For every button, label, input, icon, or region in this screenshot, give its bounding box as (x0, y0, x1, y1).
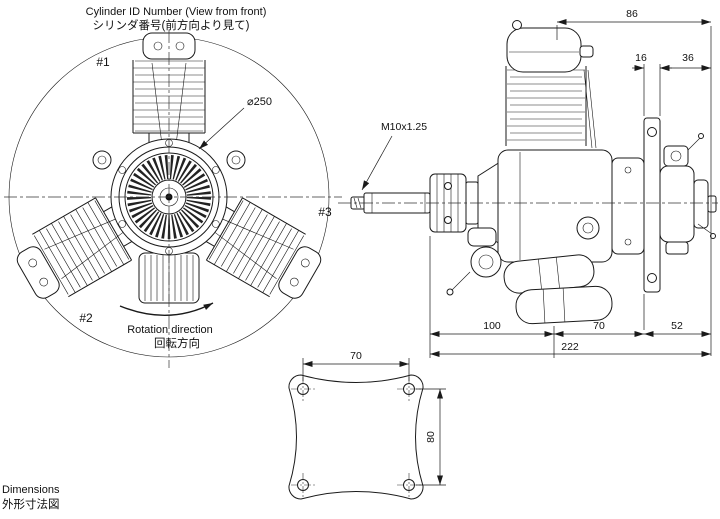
dim-70-label: 70 (593, 320, 605, 332)
dim-16-label: 16 (635, 52, 647, 64)
cylinder-label-3: #3 (318, 205, 332, 219)
rear-housing (611, 157, 645, 255)
rocker-cover (506, 20, 594, 73)
muffler-rear (515, 285, 613, 325)
footer-label-en: Dimensions (2, 484, 60, 496)
mounting-plate (288, 374, 424, 500)
rotation-label-jp: 回転方向 (154, 336, 200, 350)
front-view (4, 30, 342, 368)
crankcase-bolt (212, 166, 220, 174)
breather-nipple (512, 20, 522, 30)
annotations: Cylinder ID Number (View from front) シリン… (2, 6, 712, 511)
dim-100-label: 100 (483, 320, 501, 332)
dim-mount-70-label: 70 (350, 350, 362, 362)
dim-86-label: 86 (626, 8, 638, 20)
needle-valve (446, 288, 454, 296)
dim-36-label: 36 (682, 52, 694, 64)
cylinder-label-1: #1 (96, 55, 110, 69)
intake-ports (92, 150, 246, 170)
ext-lines-flange (643, 64, 661, 330)
flange-bolt-hole (647, 127, 657, 137)
carburetor (446, 227, 502, 296)
spark-plug (579, 45, 594, 58)
mount-view (288, 374, 424, 500)
flange-bolt-hole (647, 273, 657, 283)
throttle-lever-ball (698, 133, 704, 139)
diameter-leader (198, 107, 245, 150)
dim-mount-80-label: 80 (425, 431, 437, 443)
front-title-jp: シリンダ番号(前方向より見て) (93, 18, 250, 32)
rear-accessory (659, 133, 717, 255)
thread-leader (361, 135, 393, 191)
crankcase-bolt (118, 220, 126, 228)
cylinder-label-2: #2 (79, 311, 93, 325)
diameter-label: ⌀250 (247, 96, 272, 108)
side-view (338, 20, 718, 325)
footer-label-jp: 外形寸法図 (2, 497, 60, 511)
pushrod-tubes (583, 69, 597, 149)
rear-carburetor (663, 145, 689, 167)
cylinder-side (505, 64, 597, 149)
crankcase-side (497, 149, 613, 263)
thread-label: M10x1.25 (381, 121, 427, 133)
rotation-arrow (119, 302, 214, 316)
rear-shaft-stub (707, 195, 717, 213)
rotation-label-en: Rotation direction (127, 324, 213, 336)
ext-lines-mount (302, 358, 446, 486)
crankcase-bolt (212, 220, 220, 228)
dim-52-label: 52 (671, 320, 683, 332)
front-title-en: Cylinder ID Number (View from front) (86, 6, 267, 18)
dim-222-label: 222 (561, 341, 579, 353)
mounting-flange (643, 117, 661, 293)
crankcase-bolt (118, 166, 126, 174)
